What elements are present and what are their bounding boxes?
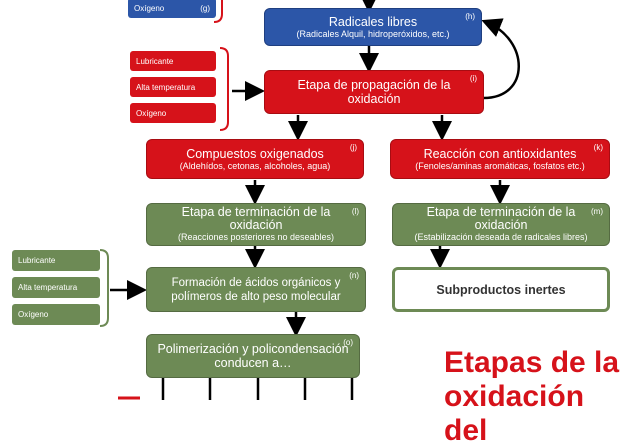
tag-n: (n) — [349, 271, 359, 280]
node-propagacion-title: Etapa de propagación de la oxidación — [297, 78, 451, 106]
input-lubricante-2: Lubricante — [12, 250, 100, 271]
bracket-top — [213, 0, 223, 23]
node-reaccion-antioxidantes: (k) Reacción con antioxidantes (Fenoles/… — [390, 139, 610, 179]
node-antioxidantes-title: Reacción con antioxidantes — [423, 146, 577, 161]
node-terminacion-l: (l) Etapa de terminación de la oxidación… — [146, 203, 366, 246]
input-oxigeno-top: Oxígeno (g) — [128, 0, 216, 18]
node-subproductos-title: Subproductos inertes — [436, 282, 566, 297]
input-oxigeno-1-label: Oxígeno — [136, 108, 167, 118]
input-alta-temperatura-2-label: Alta temperatura — [18, 283, 78, 292]
node-terminacion-l-detail: (Reacciones posteriores no deseables) — [177, 232, 335, 242]
node-antioxidantes-detail: (Fenoles/aminas aromáticas, fosfatos etc… — [415, 160, 585, 171]
input-alta-temperatura-2: Alta temperatura — [12, 277, 100, 298]
connector-layer — [99, 0, 520, 400]
node-polimerizacion-title: Polimerización y policondensación conduc… — [157, 342, 349, 370]
tag-m: (m) — [591, 207, 603, 216]
node-polimerizacion: (o) Polimerización y policondensación co… — [146, 334, 360, 378]
tag-k: (k) — [593, 143, 603, 152]
node-subproductos-inertes: Subproductos inertes — [392, 267, 610, 312]
node-compuestos-detail: (Aldehídos, cetonas, alcoholes, agua) — [179, 160, 331, 171]
loop-arrow — [481, 18, 520, 100]
tag-o: (o) — [343, 338, 353, 347]
bracket-propagation — [219, 47, 229, 131]
node-radicales-title: Radicales libres — [328, 14, 418, 29]
overlay-title: Etapas de la oxidación del — [444, 346, 620, 447]
tag-i: (i) — [469, 74, 477, 83]
node-etapa-propagacion: (i) Etapa de propagación de la oxidación — [264, 70, 484, 114]
node-terminacion-m-detail: (Estabilización deseada de radicales lib… — [414, 232, 588, 242]
input-lubricante-2-label: Lubricante — [18, 256, 56, 265]
node-terminacion-m: (m) Etapa de terminación de la oxidación… — [392, 203, 610, 246]
node-compuestos-title: Compuestos oxigenados — [186, 146, 324, 161]
node-radicales-detail: (Radicales Alquil, hidroperóxidos, etc.) — [296, 28, 450, 39]
node-radicales-libres: (h) Radicales libres (Radicales Alquil, … — [264, 8, 482, 46]
bracket-formation — [99, 249, 109, 327]
input-oxigeno-2-label: Oxígeno — [18, 310, 49, 319]
input-alta-temperatura-1-label: Alta temperatura — [136, 82, 196, 92]
input-oxigeno-top-label: Oxígeno — [134, 3, 165, 13]
input-alta-temperatura-1: Alta temperatura — [130, 77, 216, 97]
input-oxigeno-1: Oxígeno — [130, 103, 216, 123]
input-lubricante-1: Lubricante — [130, 51, 216, 71]
node-formacion-acidos: (n) Formación de ácidos orgánicos y polí… — [146, 267, 366, 312]
tag-j: (j) — [349, 143, 357, 152]
input-oxigeno-2: Oxígeno — [12, 304, 100, 325]
node-terminacion-l-title: Etapa de terminación de la oxidación — [181, 205, 331, 232]
node-formacion-title: Formación de ácidos orgánicos y polímero… — [171, 276, 341, 303]
node-compuestos-oxigenados: (j) Compuestos oxigenados (Aldehídos, ce… — [146, 139, 364, 179]
input-oxigeno-top-tag: (g) — [200, 3, 210, 13]
input-lubricante-1-label: Lubricante — [136, 56, 174, 66]
tag-l: (l) — [351, 207, 359, 216]
tag-h: (h) — [465, 12, 475, 21]
node-terminacion-m-title: Etapa de terminación de la oxidación — [426, 205, 576, 232]
